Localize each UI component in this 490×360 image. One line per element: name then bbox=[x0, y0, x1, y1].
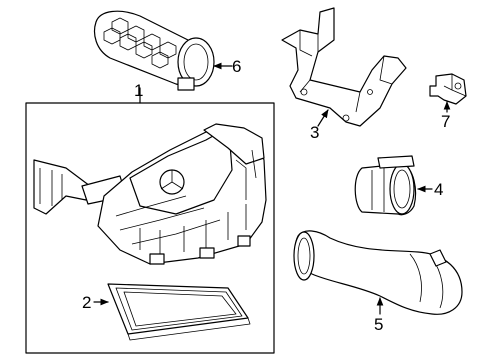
callout-4: 4 bbox=[434, 180, 444, 199]
intake-hose-part-6 bbox=[93, 10, 215, 91]
bracket-part-3 bbox=[281, 7, 407, 127]
air-cleaner-housing-part-1 bbox=[33, 123, 267, 265]
callout-6: 6 bbox=[232, 57, 242, 76]
air-filter-part-2 bbox=[107, 283, 251, 341]
callout-3: 3 bbox=[310, 123, 320, 142]
airflow-tube-part-4 bbox=[354, 155, 417, 216]
callout-2: 2 bbox=[82, 293, 92, 312]
callout-1: 1 bbox=[134, 81, 144, 100]
intake-duct-part-5 bbox=[293, 230, 463, 315]
sensor-part-7 bbox=[429, 73, 467, 105]
callout-7: 7 bbox=[441, 112, 451, 131]
assembly-box bbox=[25, 102, 275, 354]
callout-3-arrow bbox=[317, 109, 329, 127]
callout-5: 5 bbox=[374, 315, 384, 334]
